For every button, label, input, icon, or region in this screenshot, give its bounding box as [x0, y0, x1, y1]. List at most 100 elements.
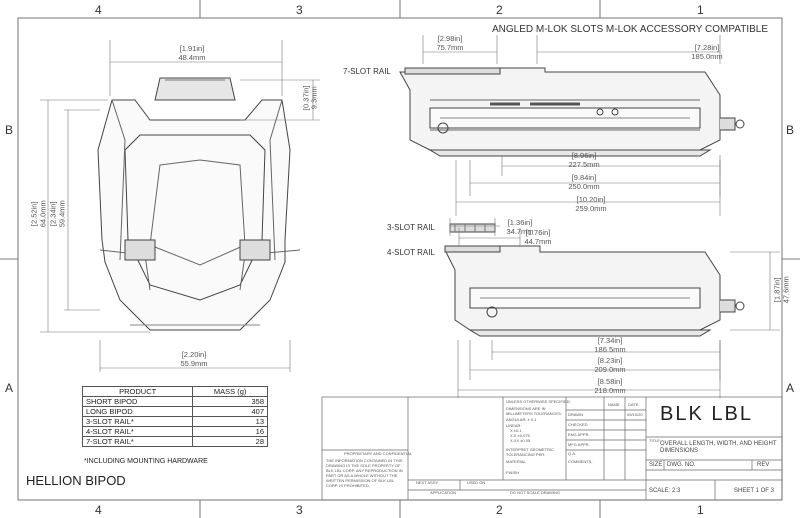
- side-view-4-slot: [444, 245, 745, 337]
- dim-length-b-mm: 250.0mm: [568, 182, 600, 191]
- label-7-slot-rail: 7-SLOT RAIL: [343, 67, 391, 76]
- dim-length-d-mm: 186.5mm: [594, 345, 626, 354]
- dim-inner-height-in: [2.34in]: [48, 201, 58, 227]
- dim-4-slot-length-mm: 44.7mm: [524, 237, 552, 246]
- dim-height-mm: 47.6mm: [781, 276, 791, 304]
- dim-length-e-mm: 209.0mm: [594, 365, 626, 374]
- mass-table-footnote: *INCLUDING MOUNTING HARDWARE: [84, 458, 208, 465]
- table-row: 3-SLOT RAIL*13: [81, 416, 268, 427]
- drawing-headline: ANGLED M-LOK SLOTS M-LOK ACCESSORY COMPA…: [492, 24, 768, 35]
- drawing-sheet-title: OVERALL LENGTH, WIDTH, AND HEIGHT DIMENS…: [660, 441, 777, 454]
- table-row: 4-SLOT RAIL*16: [81, 426, 268, 437]
- dim-length-c-mm: 259.0mm: [575, 204, 607, 213]
- product-mass: 28: [192, 436, 268, 447]
- dim-overall-height-in: [2.52in]: [29, 201, 39, 227]
- bipod-front-view: [97, 77, 301, 331]
- product-name: 3-SLOT RAIL*: [81, 416, 194, 427]
- qa-label: Q.A.: [568, 451, 577, 456]
- dim-base-width-mm: 55.9mm: [180, 359, 208, 368]
- tolerance-heading: UNLESS OTHERWISE SPECIFIED:: [506, 399, 571, 404]
- name-header: NAME: [608, 402, 620, 407]
- label-4-slot-rail: 4-SLOT RAIL: [387, 248, 435, 257]
- do-not-scale-label: DO NOT SCALE DRAWING: [510, 490, 561, 495]
- zone-number-top: 1: [697, 3, 704, 17]
- zone-number-top: 2: [496, 3, 503, 17]
- dim-height-in: [1.87in]: [772, 277, 782, 303]
- top-view-dimension-lines: [422, 35, 721, 216]
- dim-slot-spacing-in: [2.98in]: [437, 34, 463, 43]
- table-row: 7-SLOT RAIL*28: [81, 436, 268, 447]
- size-label: SIZE: [649, 462, 663, 468]
- column-header: PRODUCT: [81, 386, 194, 397]
- side-view-7-slot: [399, 67, 745, 157]
- product-mass: 13: [192, 416, 268, 427]
- tolerance-units: DIMENSIONS ARE IN MILLIMETERS TOLERANCES…: [506, 406, 562, 416]
- mfg-appr-label: MFG APPR.: [568, 442, 590, 447]
- table-header-row: PRODUCT MASS (g): [81, 386, 268, 397]
- drawing-title: HELLION BIPOD: [26, 473, 126, 488]
- finish-label: FINISH: [506, 470, 520, 475]
- zone-number-bottom: 1: [697, 503, 704, 517]
- dwg-no-label: DWG. NO.: [667, 462, 696, 468]
- dim-length-b-in: [9.84in]: [571, 173, 597, 182]
- tolerance-xxx: X.XX ±0.05: [510, 438, 531, 443]
- dim-width-in: [1.91in]: [179, 44, 205, 53]
- dim-3-slot-length-in: [1.36in]: [507, 218, 533, 227]
- date-header: DATE: [628, 402, 639, 407]
- next-assy-label: NEXT ASSY: [416, 480, 439, 485]
- dim-slot-spacing-mm: 75.7mm: [436, 43, 464, 52]
- zone-number-top: 4: [95, 3, 102, 17]
- dim-width-mm: 48.4mm: [178, 53, 206, 62]
- zone-number-bottom: 4: [95, 503, 102, 517]
- product-mass: 407: [192, 406, 268, 417]
- dim-length-c-in: [10.20in]: [576, 195, 606, 204]
- company-logo: BLK LBL: [660, 403, 753, 425]
- proprietary-notice: THE INFORMATION CONTAINED IN THIS DRAWIN…: [326, 458, 403, 488]
- tolerance-x: X ±0.1: [510, 428, 522, 433]
- dim-length-f-in: [8.58in]: [597, 377, 623, 386]
- zone-letter-right: A: [786, 381, 795, 395]
- proprietary-heading: PROPRIETARY AND CONFIDENTIAL: [344, 451, 413, 456]
- rail-3-slot: [449, 223, 496, 233]
- used-on-label: USED ON: [467, 480, 486, 485]
- drawn-date: 09/10/20: [627, 412, 643, 417]
- dim-length-d-in: [7.34in]: [597, 336, 623, 345]
- tolerance-xx: X.X ±0.075: [510, 433, 530, 438]
- title-block-grid: [321, 396, 783, 501]
- dim-length-f-mm: 218.0mm: [594, 386, 626, 395]
- dim-length-a-in: [8.96in]: [571, 151, 597, 160]
- dim-length-e-in: [8.23in]: [597, 356, 623, 365]
- rail-dimension-lines: [449, 218, 780, 398]
- zone-letter-left: B: [5, 123, 14, 137]
- dim-4-slot-length-in: [1.76in]: [525, 228, 551, 237]
- product-name: 7-SLOT RAIL*: [81, 436, 194, 447]
- product-mass: 358: [192, 396, 268, 407]
- product-mass: 16: [192, 426, 268, 437]
- dim-top-height-mm: 9.3mm: [309, 86, 319, 110]
- zone-letter-left: A: [5, 381, 14, 395]
- dim-rail-length-mm: 185.0mm: [691, 52, 723, 61]
- product-name: SHORT BIPOD: [81, 396, 194, 407]
- zone-number-top: 3: [296, 3, 303, 17]
- dim-inner-height-mm: 59.4mm: [57, 200, 67, 228]
- rev-label: REV: [757, 462, 770, 468]
- zone-number-bottom: 2: [496, 503, 503, 517]
- scale-label: SCALE: 2:3: [649, 488, 681, 494]
- material-label: MATERIAL: [506, 459, 526, 464]
- zone-number-bottom: 3: [296, 503, 303, 517]
- checked-label: CHECKED: [568, 422, 588, 427]
- comments-label: COMMENTS:: [568, 459, 593, 464]
- title-label: TITLE:: [649, 438, 662, 443]
- drawn-label: DRAWN: [568, 412, 583, 417]
- dim-overall-height-mm: 64.0mm: [38, 200, 48, 228]
- front-view-dimension-lines: [40, 40, 320, 372]
- dim-3-slot-length-mm: 34.7mm: [506, 227, 534, 236]
- product-name: LONG BIPOD: [81, 406, 194, 417]
- column-header: MASS (g): [192, 386, 268, 397]
- tolerance-angular: ANGULAR: ± 0.1: [506, 417, 537, 422]
- dim-length-a-mm: 227.5mm: [568, 160, 600, 169]
